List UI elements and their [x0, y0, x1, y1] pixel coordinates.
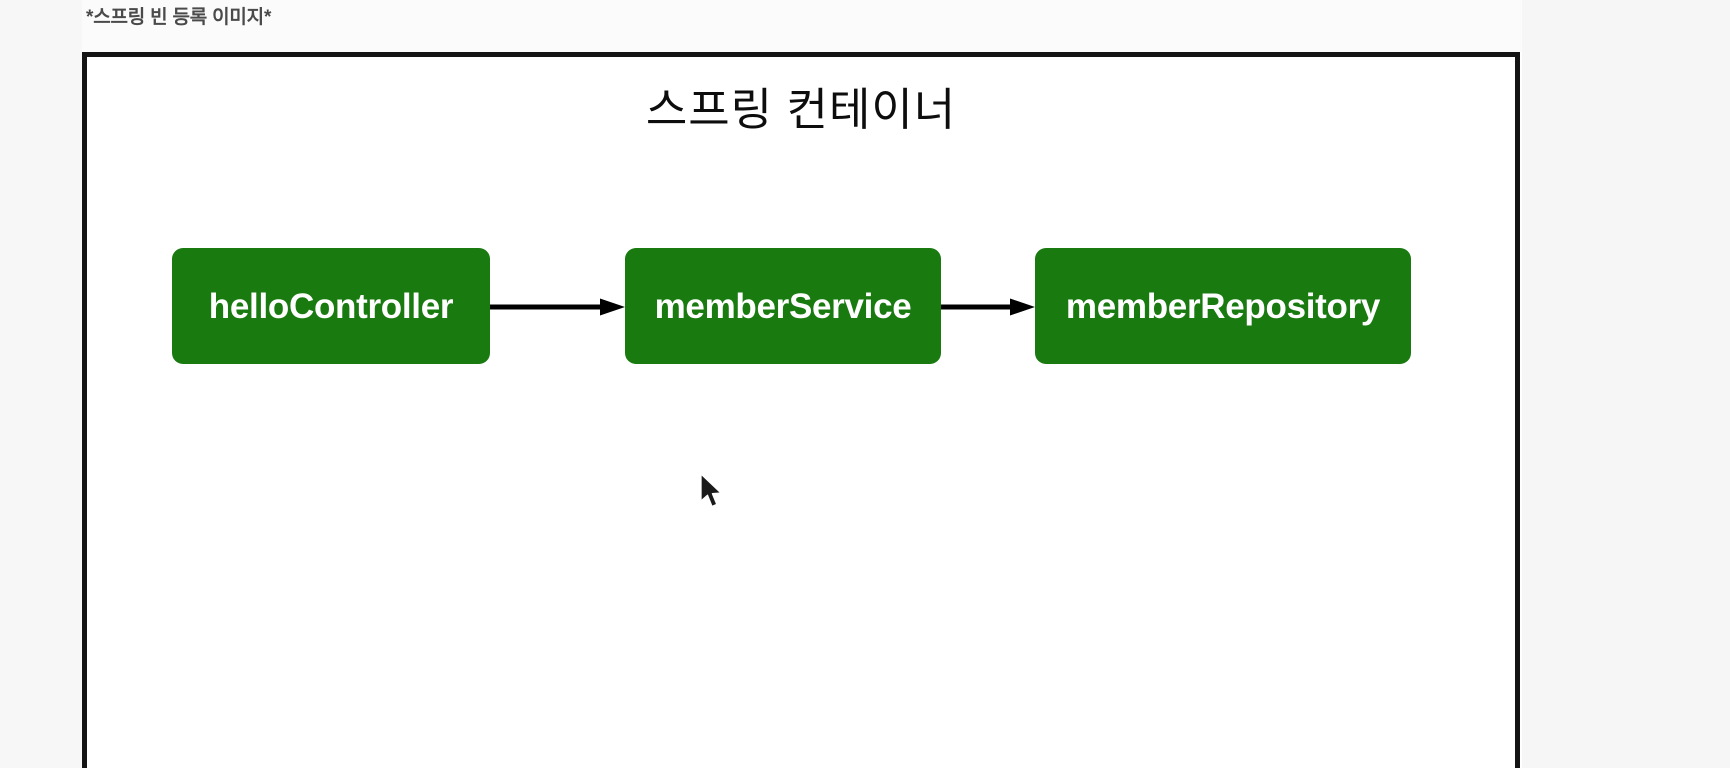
bean-node-memberrepository: memberRepository — [1035, 248, 1411, 364]
bean-flow-row: helloController memberService memberRepo… — [87, 248, 1515, 364]
page-right-margin — [1522, 0, 1730, 768]
figure-caption: *스프링 빈 등록 이미지* — [86, 7, 272, 28]
spring-container-title: 스프링 컨테이너 — [645, 84, 957, 135]
page-left-margin — [0, 0, 82, 768]
page-top-band — [82, 0, 1522, 52]
arrow-memberservice-to-memberrepository — [941, 298, 1035, 316]
spring-container-figure: 스프링 컨테이너 helloController memberService — [82, 52, 1520, 768]
bean-node-label: memberRepository — [1065, 286, 1381, 326]
bean-node-memberservice: memberService — [625, 248, 941, 364]
arrow-hellocontroller-to-memberservice — [490, 298, 625, 316]
bean-node-hellocontroller: helloController — [172, 248, 490, 364]
bean-node-label: helloController — [208, 286, 454, 326]
bean-node-label: memberService — [654, 286, 912, 326]
